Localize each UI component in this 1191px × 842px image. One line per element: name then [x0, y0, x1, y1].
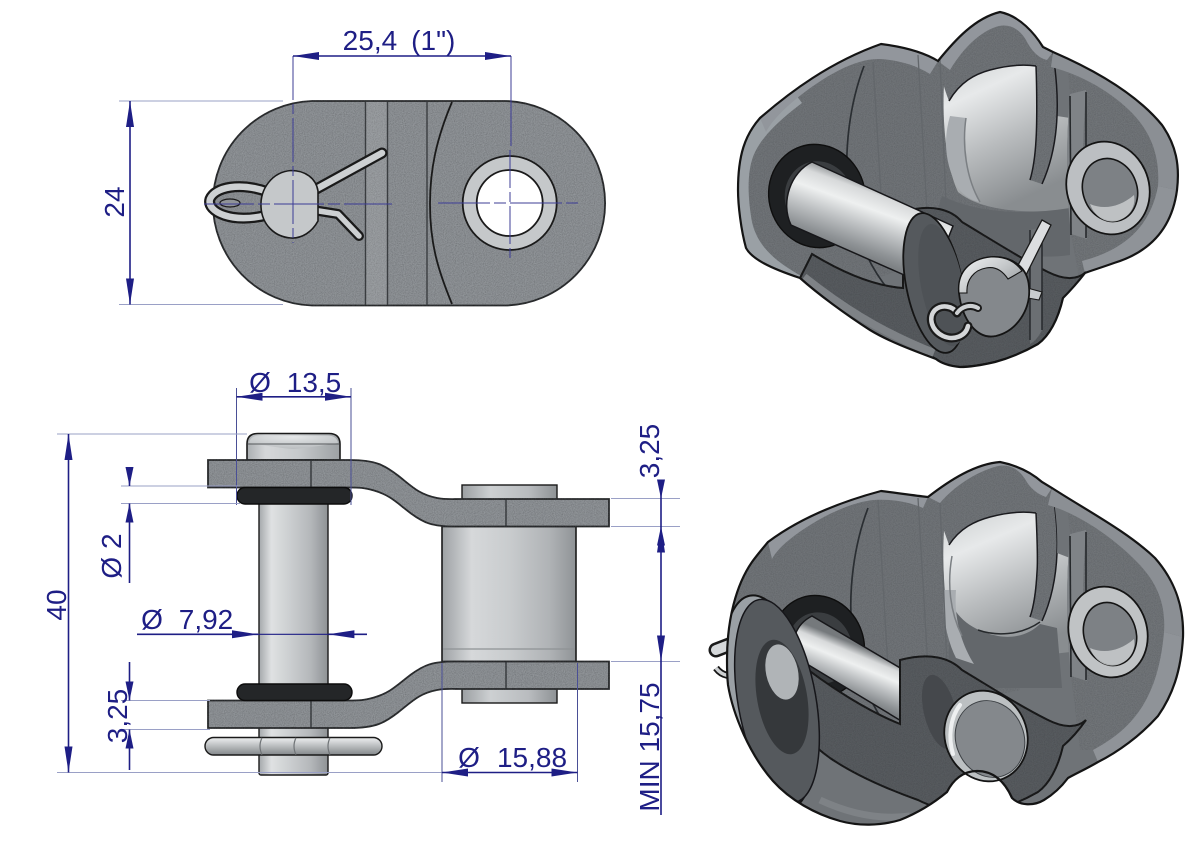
- svg-text:MIN 15,75: MIN 15,75: [634, 682, 665, 811]
- svg-text:24: 24: [99, 186, 130, 217]
- svg-text:Ø: Ø: [141, 604, 163, 635]
- svg-text:Ø: Ø: [458, 742, 480, 773]
- svg-text:Ø: Ø: [249, 367, 271, 398]
- svg-text:15,88: 15,88: [497, 742, 567, 773]
- svg-text:13,5: 13,5: [287, 367, 342, 398]
- svg-text:3,25: 3,25: [102, 689, 133, 744]
- svg-text:25,4 (1"): 25,4 (1"): [343, 25, 456, 56]
- svg-text:7,92: 7,92: [179, 604, 234, 635]
- svg-text:Ø 2: Ø 2: [96, 533, 127, 578]
- svg-text:3,25: 3,25: [634, 424, 665, 479]
- svg-text:40: 40: [41, 589, 72, 620]
